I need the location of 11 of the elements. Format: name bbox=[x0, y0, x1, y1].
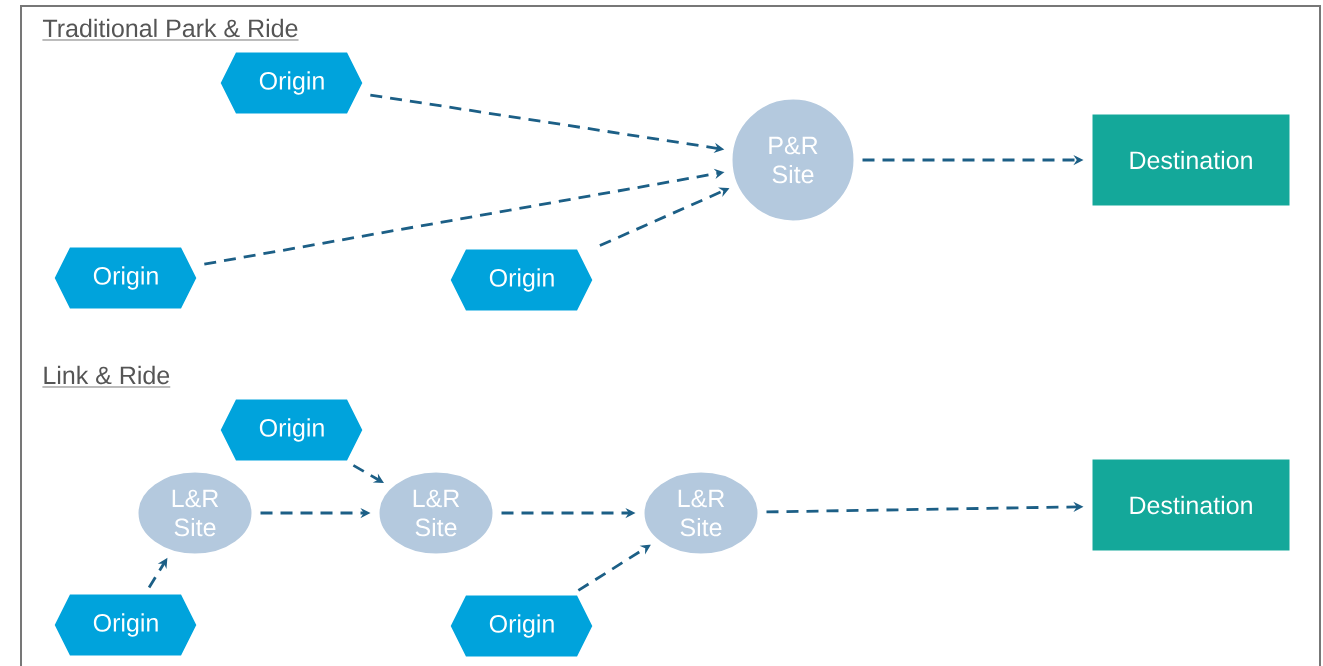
section-heading: Traditional Park & Ride bbox=[42, 18, 299, 41]
section-heading: Link & Ride bbox=[42, 365, 171, 388]
destination-box: Destination bbox=[1089, 111, 1293, 209]
origin-hexagon: Origin bbox=[447, 592, 596, 660]
origin-hexagon: Origin bbox=[51, 591, 200, 659]
origin-hexagon: Origin bbox=[447, 246, 596, 314]
origin-hexagon: Origin bbox=[217, 396, 366, 464]
destination-box: Destination bbox=[1089, 456, 1293, 554]
arrow bbox=[577, 544, 651, 592]
origin-hexagon: Origin bbox=[217, 49, 366, 117]
origin-hexagon: Origin bbox=[51, 244, 200, 312]
